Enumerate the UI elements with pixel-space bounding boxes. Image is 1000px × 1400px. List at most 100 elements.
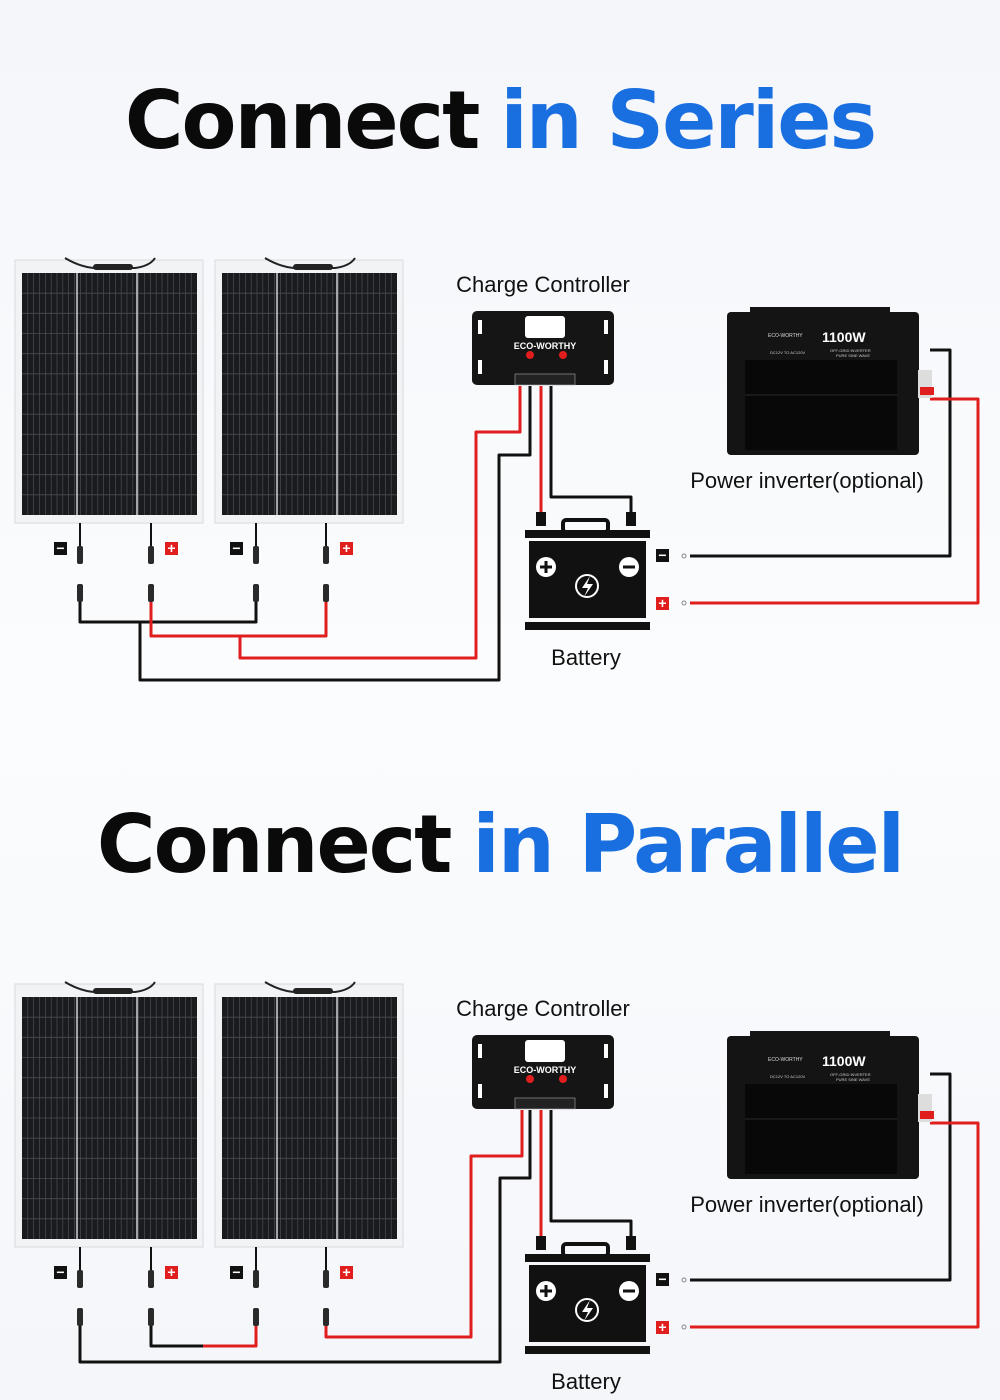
mc4-connector-top <box>148 1270 154 1288</box>
inverter-power: 1100W <box>822 1053 866 1069</box>
inverter-negative-wire <box>690 348 952 558</box>
battery-lid <box>525 1254 650 1262</box>
mc4-connector-top <box>253 1270 259 1288</box>
mc4-connector-bottom <box>148 584 154 602</box>
plus-icon <box>340 542 353 555</box>
parallel-link-red <box>203 1326 258 1348</box>
positive-bus-wire <box>324 1110 524 1339</box>
inverter-panel <box>745 1084 897 1174</box>
battery-lid <box>525 530 650 538</box>
mount-slot <box>478 1044 482 1058</box>
negative-terminal <box>626 512 636 526</box>
status-led <box>559 351 567 359</box>
solar-panel <box>14 981 204 1248</box>
plus-icon <box>165 1266 178 1279</box>
junction-box <box>293 988 333 994</box>
inverter-label: Power inverter(optional) <box>690 1192 924 1217</box>
inverter-positive-terminal <box>920 1111 934 1119</box>
charge-controller: ECO-WORTHY <box>472 1035 614 1110</box>
minus-badge-text: − <box>232 1264 240 1280</box>
parallel-link-black <box>149 1326 203 1348</box>
mount-slot <box>478 320 482 334</box>
mc4-connector-bottom <box>253 584 259 602</box>
mount-slot <box>604 1044 608 1058</box>
inverter-spec: DC12V TO AC120V <box>770 350 806 355</box>
inverter-negative-wire <box>690 1072 952 1282</box>
inverter-spec: OFF-GRID INVERTER <box>830 348 871 353</box>
inverter-top-ridge <box>750 307 890 315</box>
ring-terminal <box>681 1324 687 1330</box>
minus-icon <box>656 549 669 562</box>
controller-brand: ECO-WORTHY <box>514 1065 577 1075</box>
lightning-icon <box>582 1300 593 1321</box>
plus-icon <box>656 597 669 610</box>
mc4-connector-bottom <box>323 1308 329 1326</box>
controller-display <box>525 1040 565 1062</box>
minus-icon <box>54 542 67 555</box>
mc4-connector-top <box>77 546 83 564</box>
inverter-panel <box>745 360 897 450</box>
lightning-icon <box>582 576 593 597</box>
positive-terminal <box>536 1236 546 1250</box>
minus-icon <box>230 542 243 555</box>
inverter-brand: ECO-WORTHY <box>768 1057 803 1063</box>
plus-badge-text: + <box>167 1264 175 1280</box>
mc4-connector-top <box>77 1270 83 1288</box>
junction-box <box>293 264 333 270</box>
solar-panel <box>214 257 404 524</box>
series-link-wire <box>78 602 258 624</box>
mount-slot <box>604 320 608 334</box>
junction-box <box>93 264 133 270</box>
title-highlight: in Series <box>500 74 875 167</box>
minus-badge-text: − <box>232 540 240 556</box>
controller-body <box>472 311 614 385</box>
mc4-connector-bottom <box>148 1308 154 1326</box>
battery-negative-wire <box>549 1110 633 1236</box>
mc4-connector-bottom <box>77 584 83 602</box>
inverter-positive-wire <box>690 1121 980 1329</box>
inverter-positive-terminal <box>920 387 934 395</box>
controller-display <box>525 316 565 338</box>
inverter-spec: DC12V TO AC120V <box>770 1074 806 1079</box>
plus-badge-text: + <box>342 540 350 556</box>
negative-bus-wire <box>78 1110 532 1364</box>
plus-badge-text: + <box>658 595 666 611</box>
mc4-connector-top <box>323 1270 329 1288</box>
minus-badge-text: − <box>56 1264 64 1280</box>
minus-icon <box>656 1273 669 1286</box>
status-led <box>526 1075 534 1083</box>
inverter-spec: PURE SINE WAVE <box>836 353 870 358</box>
mount-slot <box>604 360 608 374</box>
battery-body <box>529 1265 646 1342</box>
plus-glyph <box>540 561 552 573</box>
status-led <box>559 1075 567 1083</box>
lightning-circle <box>575 1298 599 1322</box>
mc4-connector-top <box>148 546 154 564</box>
lightning-circle <box>575 574 599 598</box>
power-inverter: ECO-WORTHY 1100W DC12V TO AC120V OFF-GRID I… <box>727 1031 934 1179</box>
ring-terminal <box>681 553 687 559</box>
plus-badge-text: + <box>167 540 175 556</box>
terminal-block <box>514 1097 576 1110</box>
solar-panel <box>14 257 204 524</box>
battery-negative-wire <box>549 386 633 512</box>
minus-badge-text: − <box>56 540 64 556</box>
title-prefix: Connect <box>125 74 479 167</box>
battery-label: Battery <box>551 1369 621 1394</box>
charge-controller: ECO-WORTHY <box>472 311 614 386</box>
plus-icon <box>340 1266 353 1279</box>
negative-terminal <box>626 1236 636 1250</box>
mc4-connector-top <box>323 546 329 564</box>
inverter-top-ridge <box>750 1031 890 1039</box>
charge-controller-label: Charge Controller <box>456 996 630 1021</box>
battery-base <box>525 622 650 630</box>
inverter-spec: OFF-GRID INVERTER <box>830 1072 871 1077</box>
mc4-connector-bottom <box>323 584 329 602</box>
controller-brand: ECO-WORTHY <box>514 341 577 351</box>
terminal-block <box>514 373 576 386</box>
plus-badge-text: + <box>658 1319 666 1335</box>
